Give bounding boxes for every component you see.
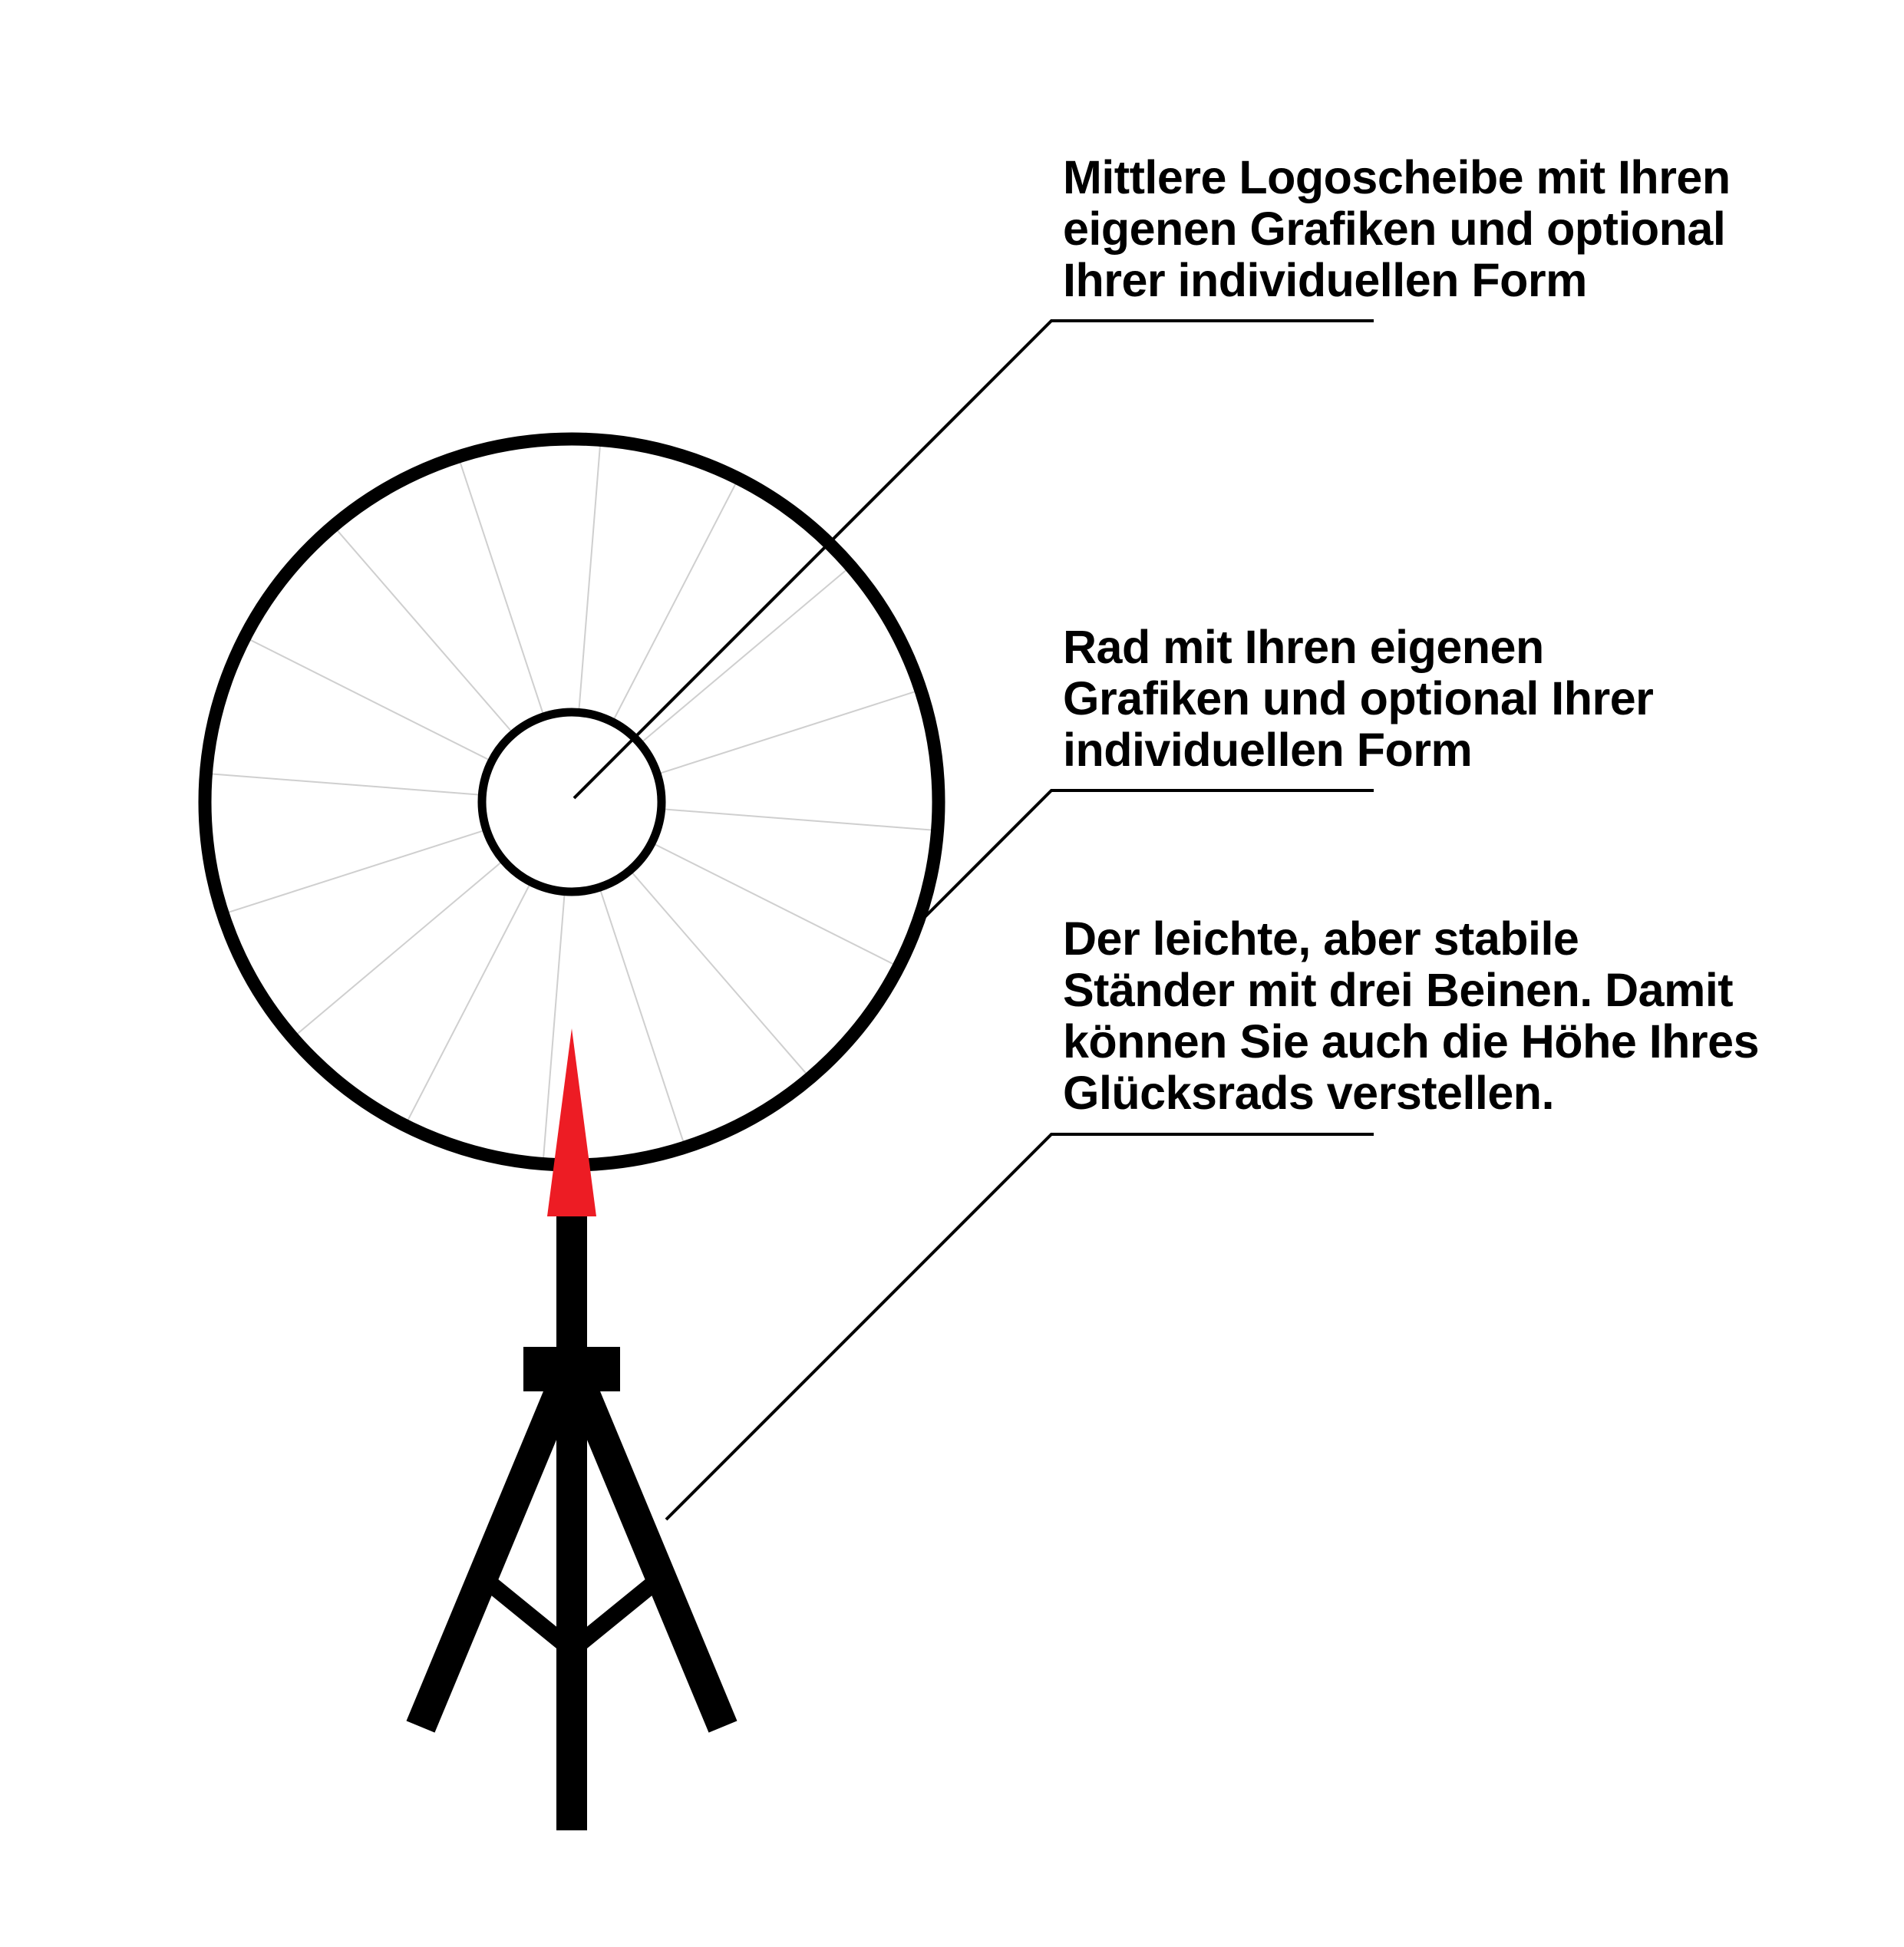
wheel-spoke bbox=[651, 842, 894, 965]
wheel-spoke bbox=[578, 446, 601, 713]
wheel-spoke bbox=[459, 462, 545, 718]
callout-line: Ständer mit drei Beinen. Damit bbox=[1063, 964, 1734, 1016]
callout-line: Glücksrads verstellen. bbox=[1063, 1067, 1555, 1119]
wheel-spoke bbox=[212, 773, 483, 796]
stand-brace bbox=[480, 1572, 664, 1662]
wheel-spoke bbox=[599, 886, 685, 1142]
callout-line: können Sie auch die Höhe Ihres bbox=[1063, 1015, 1760, 1068]
callout-center-logo-disc: Mittlere Logoscheibe mit Ihren eigenen G… bbox=[1063, 152, 1876, 306]
stand-mast bbox=[556, 1209, 587, 1830]
wheel-spoke bbox=[661, 808, 932, 831]
wheel-spoke bbox=[612, 483, 737, 723]
wheel-spoke bbox=[228, 829, 487, 913]
callout-line: Mittlere Logoscheibe mit Ihren bbox=[1063, 151, 1731, 203]
wheel-spoke bbox=[639, 569, 847, 744]
callout-line: individuellen Form bbox=[1063, 724, 1473, 776]
wheel-spoke bbox=[629, 870, 807, 1074]
wheel-spoke bbox=[543, 891, 566, 1158]
wheel-spoke bbox=[656, 691, 916, 775]
callout-line: Ihrer individuellen Form bbox=[1063, 254, 1587, 306]
callout-wheel: Rad mit Ihren eigenen Grafiken und optio… bbox=[1063, 622, 1876, 776]
wheel-spoke bbox=[407, 881, 532, 1120]
stand-leg-right bbox=[565, 1375, 738, 1733]
callout-line: Grafiken und optional Ihrer bbox=[1063, 672, 1654, 724]
callout-line: Rad mit Ihren eigenen bbox=[1063, 621, 1544, 673]
stand-clamp bbox=[523, 1347, 620, 1391]
leader-line-stand bbox=[665, 1133, 1374, 1521]
wheel-spokes bbox=[212, 446, 932, 1158]
red-pointer bbox=[547, 1028, 596, 1216]
callout-line: eigenen Grafiken und optional bbox=[1063, 203, 1726, 255]
stand-leg-left bbox=[406, 1375, 579, 1733]
callout-stand: Der leichte, aber stabile Ständer mit dr… bbox=[1063, 913, 1876, 1119]
wheel-spoke bbox=[337, 530, 514, 734]
wheel-spoke bbox=[249, 639, 493, 762]
wheel-spoke bbox=[296, 860, 504, 1035]
leader-line-wheel bbox=[923, 789, 1374, 919]
leader-line-center-disc bbox=[573, 319, 1374, 800]
callout-line: Der leichte, aber stabile bbox=[1063, 912, 1579, 965]
